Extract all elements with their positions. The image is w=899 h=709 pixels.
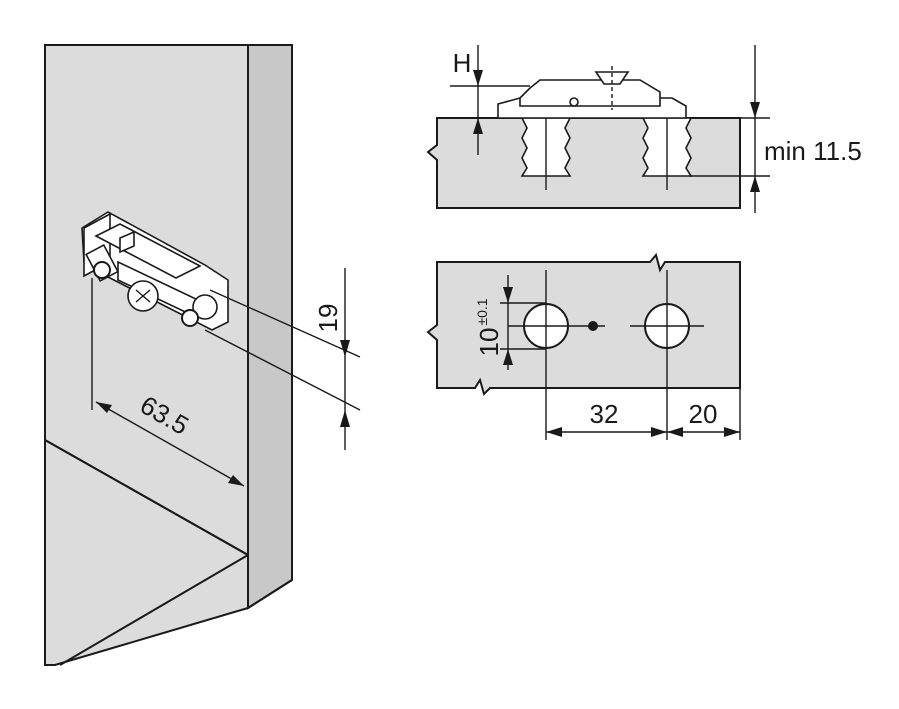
svg-text:10: 10 bbox=[474, 328, 504, 357]
min-depth-label: min 11.5 bbox=[764, 136, 862, 166]
edge-offset-label: 20 bbox=[689, 399, 718, 429]
dowel-left bbox=[520, 100, 572, 190]
hole-spacing-label: 32 bbox=[590, 399, 619, 429]
vertical-offset-label: 19 bbox=[313, 304, 343, 333]
dim-19: 19 bbox=[204, 268, 361, 450]
plan-view: 10 ±0.1 32 20 bbox=[426, 252, 741, 440]
mounting-plate-iso bbox=[81, 211, 229, 331]
cabinet-iso-view: 19 63.5 bbox=[44, 44, 361, 666]
section-view: H min 11.5 bbox=[426, 45, 862, 213]
tolerance-label: 10 ±0.1 bbox=[474, 298, 504, 356]
height-label: H bbox=[453, 48, 472, 78]
mounting-plate-section bbox=[497, 66, 687, 119]
cabinet-front-edge bbox=[247, 44, 293, 610]
svg-text:±0.1: ±0.1 bbox=[474, 298, 490, 325]
